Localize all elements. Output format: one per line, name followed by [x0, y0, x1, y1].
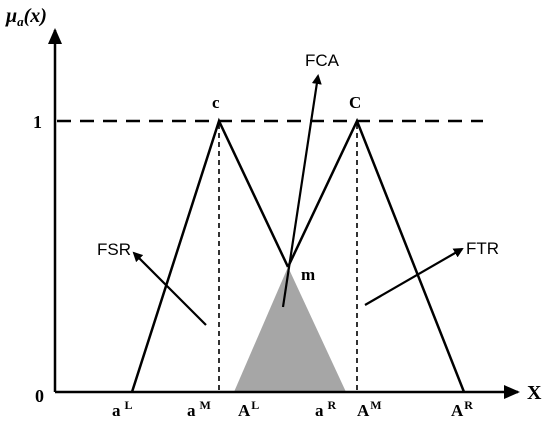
- x-axis-label: X: [527, 382, 542, 404]
- overlap-region: [234, 267, 346, 392]
- x-tick-AL-base: A: [238, 401, 251, 420]
- x-tick-AL-sup: L: [251, 398, 259, 412]
- fsr-arrow: [132, 251, 207, 326]
- x-tick-aM-sup: M: [200, 398, 211, 412]
- fca-arrow: [281, 74, 322, 308]
- left-peak-label: c: [212, 93, 220, 112]
- y-axis-label: μa(x): [5, 5, 47, 29]
- x-tick-aL-base: a: [112, 401, 121, 420]
- ftr-label: FTR: [466, 239, 499, 258]
- right-triangle: [286, 117, 466, 393]
- x-tick-AM-sup: M: [370, 398, 381, 412]
- x-tick-aR-base: a: [315, 401, 324, 420]
- fca-label: FCA: [305, 51, 340, 70]
- fsr-label: FSR: [97, 240, 131, 259]
- y-axis-label-arg: (x): [24, 5, 47, 27]
- tick-one-label: 1: [33, 112, 42, 132]
- right-peak-label: C: [349, 93, 361, 112]
- x-tick-AR-sup: R: [464, 398, 473, 412]
- x-tick-AM-base: A: [357, 401, 370, 420]
- x-tick-aM-base: a: [187, 401, 196, 420]
- y-axis-label-main: μ: [5, 5, 17, 27]
- x-tick-aR-sup: R: [328, 398, 337, 412]
- x-tick-AR-base: A: [451, 401, 464, 420]
- x-tick-aL-sup: L: [125, 398, 133, 412]
- x-tick-AL: AL: [238, 398, 259, 420]
- y-axis-label-sub: a: [17, 14, 24, 29]
- x-tick-AR: AR: [451, 398, 473, 420]
- intersection-label: m: [301, 265, 315, 284]
- tick-zero-label: 0: [35, 386, 44, 406]
- ftr-arrow: [364, 248, 464, 306]
- x-tick-AM: AM: [357, 398, 382, 420]
- left-triangle: [130, 117, 290, 393]
